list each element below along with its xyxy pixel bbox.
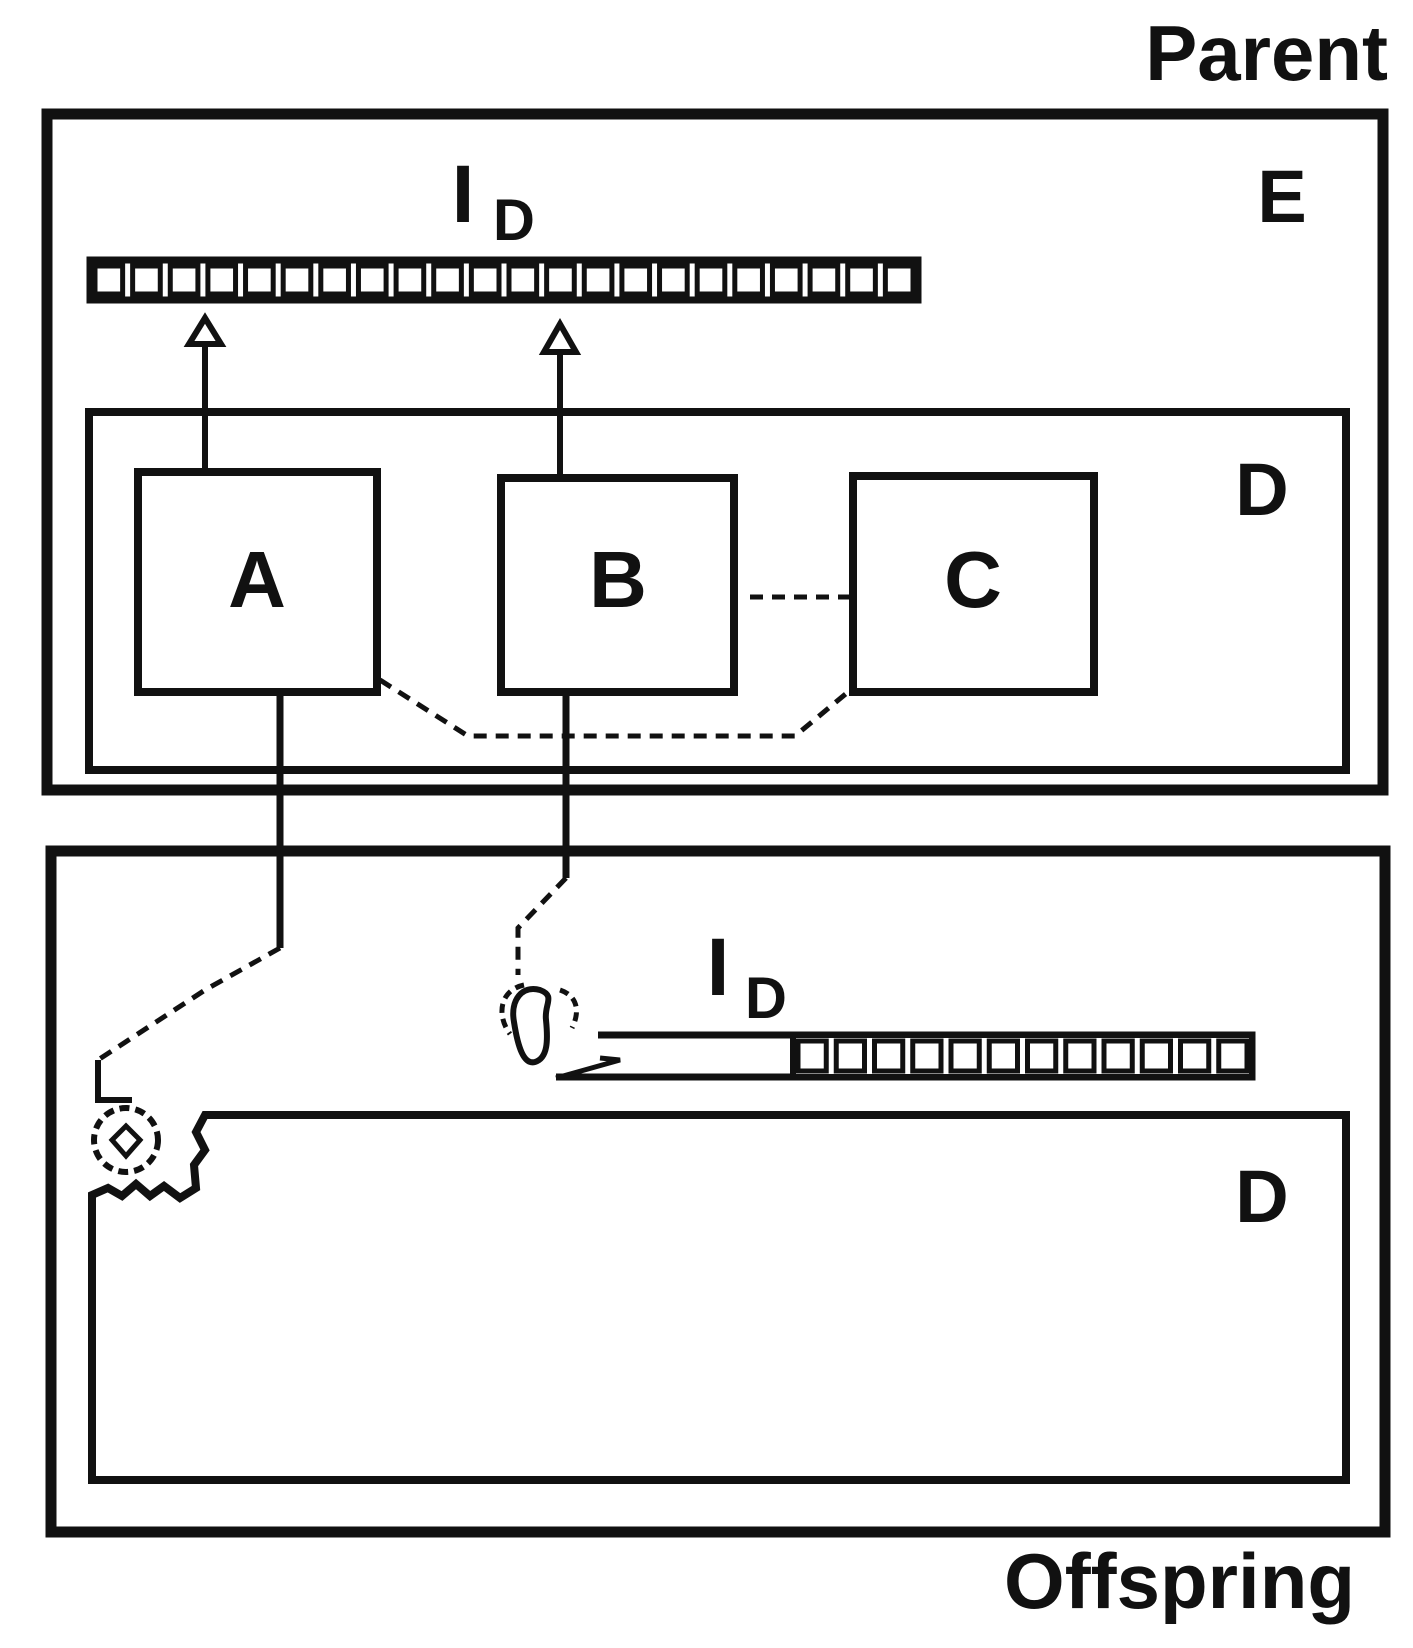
- parent-info-label: I D: [452, 149, 535, 253]
- offspring-tape-cell: [1063, 1038, 1097, 1074]
- offspring-label: Offspring: [1004, 1537, 1355, 1625]
- parent-tape-cell: [506, 263, 540, 297]
- parent-info-subscript: D: [493, 188, 535, 253]
- offspring-info-main: I: [707, 922, 730, 1013]
- module-b-label: B: [589, 535, 647, 624]
- dashed-b-copier: [515, 876, 568, 975]
- constructor-gear-icon: [91, 1105, 161, 1175]
- parent-tape-cell: [243, 263, 276, 297]
- parent-tape-cell: [657, 263, 690, 297]
- parent-tape-cell: [355, 263, 389, 297]
- offspring-tape-outline: [790, 1032, 1255, 1080]
- module-c-label: C: [944, 535, 1002, 624]
- parent-tape-cell: [431, 263, 464, 297]
- offspring-tape-cell: [1216, 1038, 1250, 1074]
- offspring-tape-cell: [1025, 1038, 1059, 1074]
- offspring-tape-cell: [1139, 1038, 1173, 1074]
- arrow-b-to-tape: [538, 317, 582, 478]
- parent-label: Parent: [1145, 9, 1388, 97]
- parent-tape-cell: [167, 263, 201, 297]
- offspring-domain-label: D: [1235, 1155, 1288, 1238]
- dashed-a-construct: [96, 945, 282, 1063]
- module-b-box: [497, 474, 738, 696]
- parent-tape-cell: [882, 263, 916, 297]
- offspring-box: [45, 845, 1391, 1538]
- offspring-tape-cell: [872, 1038, 906, 1074]
- parent-tape-cell: [393, 263, 427, 297]
- offspring-info-subscript: D: [745, 966, 787, 1031]
- parent-tape-cell: [92, 263, 126, 297]
- offspring-info-label: I D: [707, 922, 787, 1031]
- parent-tape-cell: [318, 263, 351, 297]
- parent-tape-cell: [845, 263, 878, 297]
- offspring-tape-cell: [1101, 1038, 1135, 1074]
- parent-info-main: I: [452, 149, 475, 240]
- parent-domain-label: D: [1235, 448, 1288, 531]
- module-a-box: [134, 468, 381, 696]
- parent-tape-cell: [581, 263, 615, 297]
- offspring-tape-cell: [833, 1038, 867, 1074]
- arrow-a-to-tape: [183, 312, 227, 472]
- copier-head-icon: [499, 982, 579, 1066]
- offspring-tape-cell: [948, 1038, 982, 1074]
- a-construct-stem: [95, 1060, 132, 1103]
- parent-tape-cell: [130, 263, 163, 297]
- copier-feed-line: [555, 1055, 621, 1081]
- parent-info-tape: [86, 256, 922, 304]
- parent-environment-box: [41, 108, 1389, 796]
- parent-tape-cell: [694, 263, 728, 297]
- parent-tape-cell: [468, 263, 502, 297]
- parent-tape-cell: [769, 263, 803, 297]
- offspring-tape-cell: [910, 1038, 944, 1074]
- offspring-tape-cell: [795, 1038, 829, 1074]
- parent-tape-cell: [807, 263, 841, 297]
- offspring-info-tape: [556, 1031, 1256, 1081]
- offspring-tape-cell: [986, 1038, 1020, 1074]
- parent-tape-cell: [205, 263, 239, 297]
- module-c-box: [849, 472, 1098, 696]
- parent-tape-cell: [280, 263, 314, 297]
- offspring-domain-box: [88, 1111, 1350, 1484]
- environment-label: E: [1257, 155, 1306, 238]
- offspring-tape-cell: [1178, 1038, 1212, 1074]
- module-a-label: A: [228, 535, 286, 624]
- parent-tape-cell: [732, 263, 765, 297]
- parent-tape-cell: [619, 263, 653, 297]
- parent-tape-cell: [544, 263, 577, 297]
- parent-domain-box: [85, 408, 1350, 774]
- dashed-link-a-c: [378, 677, 850, 739]
